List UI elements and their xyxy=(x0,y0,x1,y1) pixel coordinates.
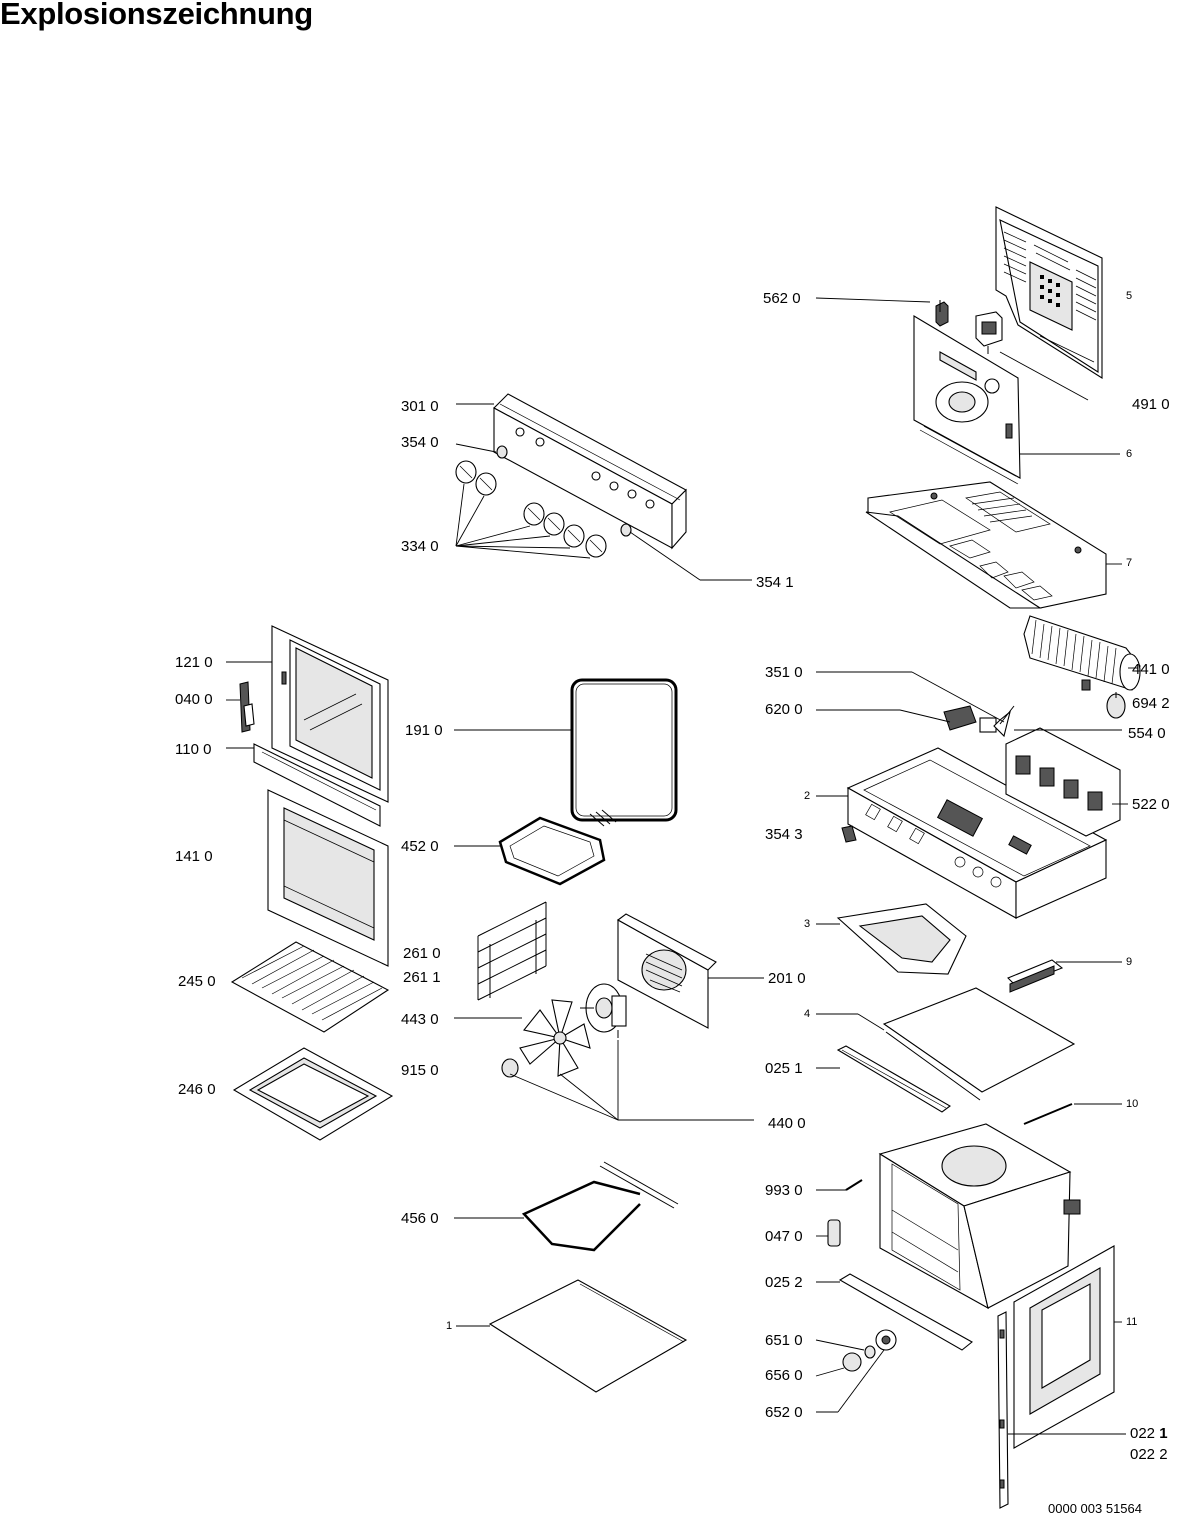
oven-cavity-part xyxy=(878,1123,1081,1310)
callout-025-2: 025 2 xyxy=(765,1274,803,1291)
callout-7: 7 xyxy=(1126,557,1133,569)
housing-base-part xyxy=(846,747,1108,919)
top-heater-part xyxy=(498,809,617,886)
callout-354-0: 354 0 xyxy=(401,434,439,451)
callout-491-0: 491 0 xyxy=(1132,396,1170,413)
callout-11: 11 xyxy=(1126,1316,1138,1328)
callout-10: 10 xyxy=(1126,1098,1139,1110)
fan-blade-part xyxy=(519,999,591,1077)
callout-301-0: 301 0 xyxy=(401,398,439,415)
document-number: 0000 003 51564 xyxy=(1048,1501,1142,1516)
side-plate-part xyxy=(882,987,1076,1101)
callout-191-0: 191 0 xyxy=(405,722,443,739)
rear-panel-part xyxy=(995,206,1103,379)
callout-351-0: 351 0 xyxy=(765,664,803,681)
callout-694-2: 694 2 xyxy=(1132,695,1170,712)
callout-3: 3 xyxy=(804,918,811,930)
callout-651-0: 651 0 xyxy=(765,1332,803,1349)
small-cover-part xyxy=(1007,959,1064,993)
callout-554-0: 554 0 xyxy=(1128,725,1166,742)
callout-1: 1 xyxy=(446,1320,453,1332)
callout-522-0: 522 0 xyxy=(1132,796,1170,813)
callout-456-0: 456 0 xyxy=(401,1210,439,1227)
callout-261-1: 261 1 xyxy=(403,969,441,986)
lower-rail-part xyxy=(838,1273,973,1351)
front-frame-part xyxy=(1013,1245,1115,1449)
callout-2: 2 xyxy=(804,790,811,802)
callout-5: 5 xyxy=(1126,290,1133,302)
callout-334-0: 334 0 xyxy=(401,538,439,555)
callout-047-0: 047 0 xyxy=(765,1228,803,1245)
thermostat-part xyxy=(1106,692,1126,719)
callout-025-1: 025 1 xyxy=(765,1060,803,1077)
hinge-strip-part xyxy=(997,1311,1009,1509)
bottom-plate-part xyxy=(488,1279,688,1393)
callout-443-0: 443 0 xyxy=(401,1011,439,1028)
switch-part xyxy=(975,311,1003,354)
callout-915-0: 915 0 xyxy=(401,1062,439,1079)
callout-110-0: 110 0 xyxy=(175,741,212,758)
callout-993-0: 993 0 xyxy=(765,1182,803,1199)
callout-022-2: 022 2 xyxy=(1130,1446,1168,1463)
control-panel-part xyxy=(493,393,687,550)
callout-141-0: 141 0 xyxy=(175,848,213,865)
callout-4: 4 xyxy=(804,1008,811,1020)
callout-452-0: 452 0 xyxy=(401,838,439,855)
callout-022-1-suffix: 1 xyxy=(1159,1425,1168,1442)
top-cover-part xyxy=(865,481,1107,609)
hinge-part xyxy=(239,681,255,733)
callout-121-0: 121 0 xyxy=(175,654,213,671)
rod-part xyxy=(1023,1103,1073,1125)
clip-part xyxy=(935,300,949,327)
door-trim-part xyxy=(253,743,381,827)
callout-656-0: 656 0 xyxy=(765,1367,803,1384)
callout-354-1: 354 1 xyxy=(756,574,794,591)
side-rack-part xyxy=(477,901,547,1001)
callout-201-0: 201 0 xyxy=(768,970,806,987)
callout-562-0: 562 0 xyxy=(763,290,801,307)
callout-245-0: 245 0 xyxy=(178,973,216,990)
oven-door-part xyxy=(271,625,389,803)
callout-261-0: 261 0 xyxy=(403,945,441,962)
callout-246-0: 246 0 xyxy=(178,1081,216,1098)
small-hardware-parts xyxy=(827,1179,897,1372)
callout-441-0: 441 0 xyxy=(1132,661,1170,678)
bracket-part xyxy=(836,903,967,975)
callout-022-1-prefix: 022 xyxy=(1130,1425,1160,1442)
fan-cover-part xyxy=(616,913,717,1029)
wire-shelf-part xyxy=(230,941,390,1033)
callout-022-1: 022 1 xyxy=(1130,1426,1168,1441)
button-part xyxy=(496,445,632,537)
leader-lines xyxy=(226,297,1138,1435)
rail-part xyxy=(836,1045,951,1113)
baking-tray-part xyxy=(232,1047,394,1141)
bottom-heater-part xyxy=(521,1161,679,1252)
callout-040-0: 040 0 xyxy=(175,691,213,708)
callout-6: 6 xyxy=(1126,448,1133,460)
callout-354-3: 354 3 xyxy=(765,826,803,843)
connector-parts xyxy=(841,705,1015,843)
nut-part xyxy=(501,1058,519,1078)
fan-motor-part xyxy=(580,983,627,1038)
electronic-module-part xyxy=(1005,727,1121,837)
inner-glass-part xyxy=(267,789,389,967)
callout-652-0: 652 0 xyxy=(765,1404,803,1421)
page-title: Explosionszeichnung xyxy=(0,0,313,31)
tangential-fan-part xyxy=(1023,615,1141,691)
back-wall-part xyxy=(913,315,1021,485)
callout-440-0: 440 0 xyxy=(768,1115,806,1132)
door-seal-part xyxy=(570,678,678,822)
callout-620-0: 620 0 xyxy=(765,701,803,718)
callout-9: 9 xyxy=(1126,956,1133,968)
control-knobs-part xyxy=(455,460,607,558)
